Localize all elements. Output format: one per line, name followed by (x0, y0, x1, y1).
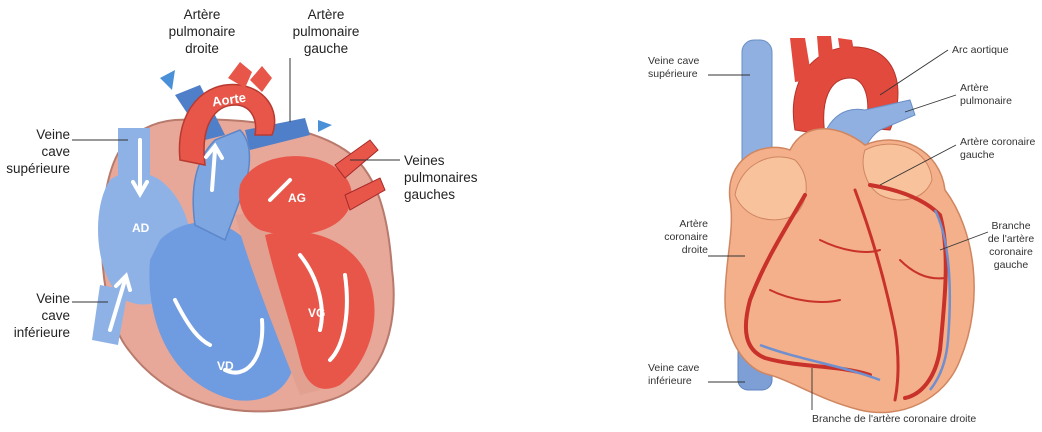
heart-external-diagram: Veine cave supérieure Arc aortique Artèr… (520, 0, 1042, 432)
label-arc-aortique: Arc aortique (952, 44, 1032, 57)
label-artere-pulmonaire-gauche: Artère pulmonaire gauche (276, 6, 376, 57)
label-ad: AD (132, 220, 149, 237)
label-veine-cave-inferieure: Veine cave inférieure (2, 290, 70, 341)
heart-section-drawing (0, 0, 520, 432)
label-ag: AG (288, 190, 306, 207)
label-vg: VG (308, 305, 325, 322)
label-branche-coronaire-droite: Branche de l'artère coronaire droite (812, 413, 1012, 426)
label-artere-pulmonaire-droite: Artère pulmonaire droite (152, 6, 252, 57)
label-veine-cave-inferieure: Veine cave inférieure (648, 362, 708, 388)
label-veine-cave-superieure: Veine cave supérieure (648, 55, 708, 81)
label-artere-coronaire-gauche: Artère coronaire gauche (960, 136, 1040, 162)
heart-external-drawing (520, 0, 1042, 432)
label-artere-pulmonaire: Artère pulmonaire (960, 82, 1030, 108)
label-veine-cave-superieure: Veine cave supérieure (2, 126, 70, 177)
heart-section-diagram: Artère pulmonaire droite Artère pulmonai… (0, 0, 520, 432)
label-veines-pulmonaires-gauches: Veines pulmonaires gauches (404, 152, 504, 203)
label-artere-coronaire-droite: Artère coronaire droite (648, 218, 708, 257)
label-branche-coronaire-gauche: Branche de l'artère coronaire gauche (982, 220, 1040, 272)
label-vd: VD (217, 358, 234, 375)
